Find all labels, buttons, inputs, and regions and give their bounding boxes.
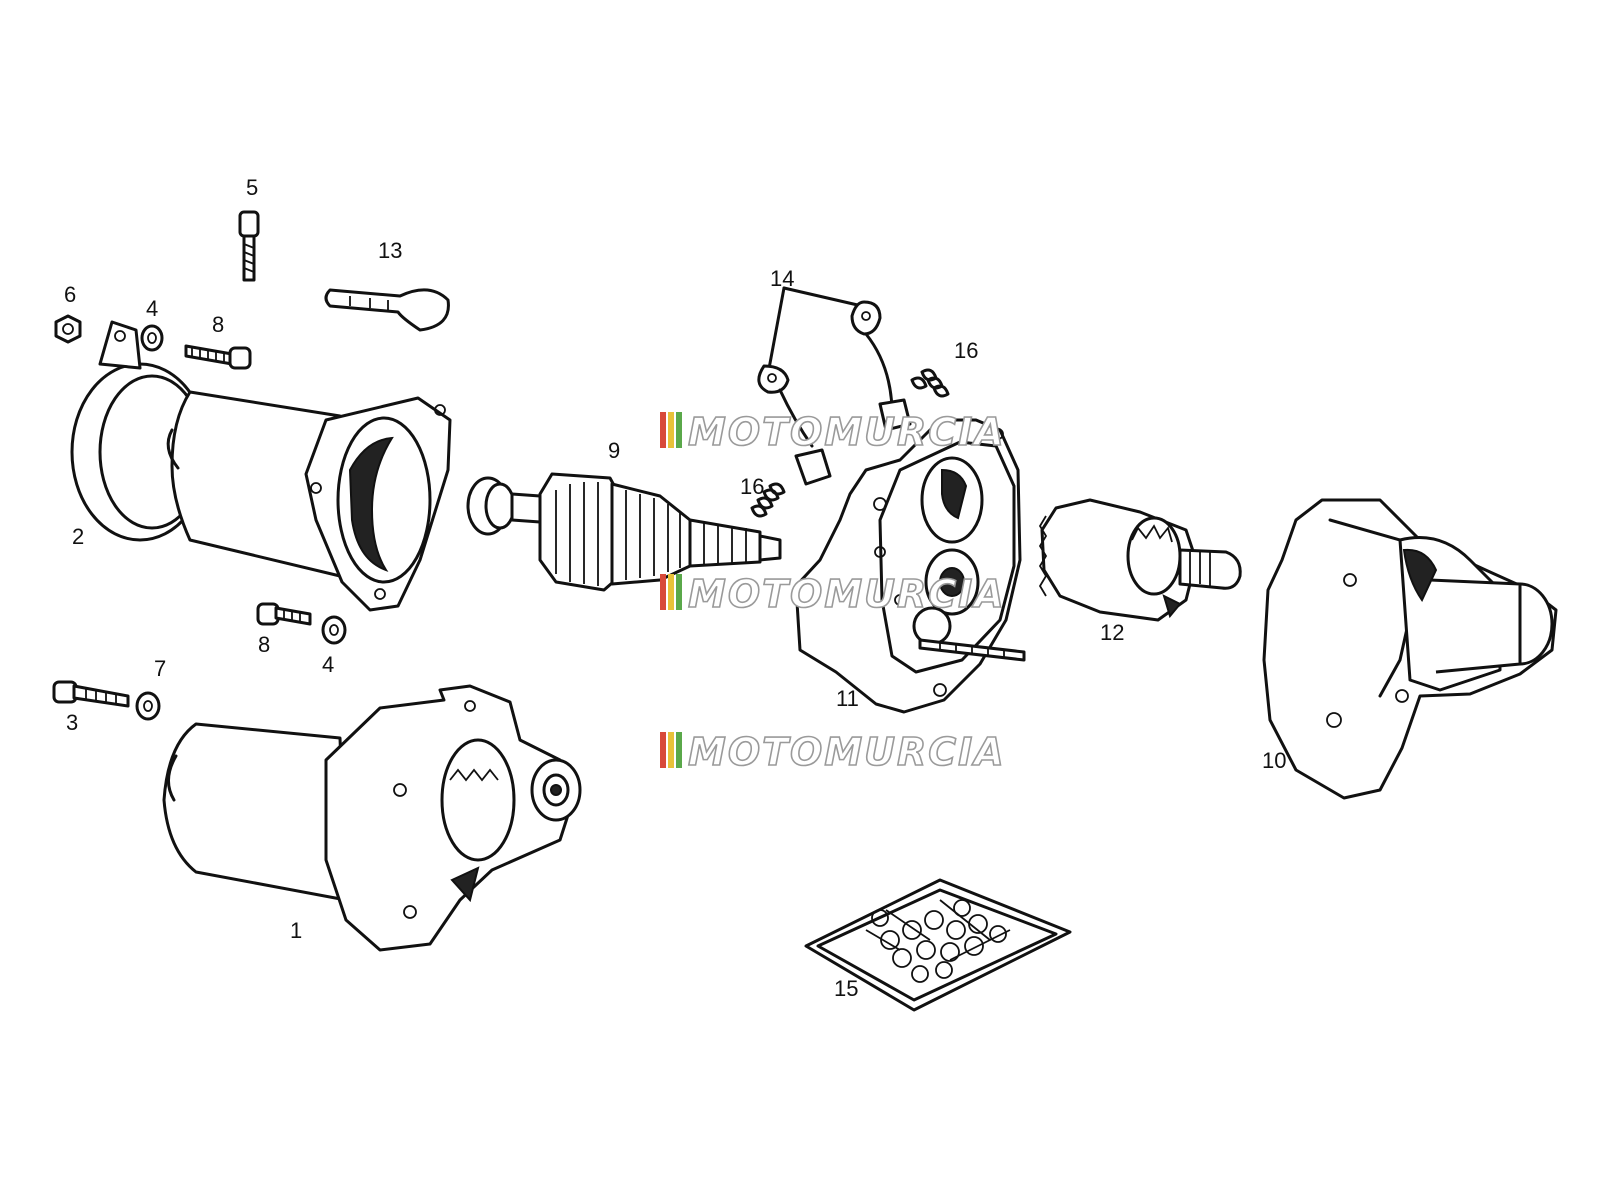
callout-8-lower: 8 xyxy=(258,632,270,657)
callout-5: 5 xyxy=(246,175,258,200)
watermark-text: MOTOMURCIA xyxy=(688,572,1006,616)
callout-15: 15 xyxy=(834,976,858,1001)
callout-14: 14 xyxy=(770,266,794,291)
part-16-spring-upper[interactable] xyxy=(910,368,950,398)
watermark-top: MOTOMURCIA xyxy=(660,409,1006,455)
part-2-motor-housing[interactable] xyxy=(70,320,452,612)
callout-7: 7 xyxy=(154,656,166,681)
callout-10: 10 xyxy=(1262,748,1286,773)
part-14-brushes[interactable] xyxy=(757,286,912,486)
part-8-screw-lower[interactable] xyxy=(256,602,312,626)
part-11-end-frame[interactable] xyxy=(794,418,1026,714)
callout-9: 9 xyxy=(608,438,620,463)
part-3-long-bolt[interactable] xyxy=(52,680,130,708)
watermark-text: MOTOMURCIA xyxy=(688,730,1006,774)
part-4-washer-lower[interactable] xyxy=(321,615,347,645)
part-1-starter-motor[interactable] xyxy=(162,684,582,952)
part-8-screw-upper[interactable] xyxy=(184,344,252,370)
callout-8-upper: 8 xyxy=(212,312,224,337)
callout-12: 12 xyxy=(1100,620,1124,645)
part-13-rubber-cap[interactable] xyxy=(324,288,450,332)
part-10-drive-end-cover[interactable] xyxy=(1262,498,1558,800)
part-5-bolt[interactable] xyxy=(238,210,260,282)
part-7-washer[interactable] xyxy=(135,691,161,721)
part-15-small-parts-kit[interactable] xyxy=(804,878,1072,1012)
callout-1: 1 xyxy=(290,918,302,943)
part-9-armature[interactable] xyxy=(466,472,782,592)
callout-11: 11 xyxy=(836,686,859,711)
watermark-bottom: MOTOMURCIA xyxy=(660,729,1006,775)
callout-2: 2 xyxy=(72,524,84,549)
watermark-middle: MOTOMURCIA xyxy=(660,571,1006,617)
part-4-washer-upper[interactable] xyxy=(140,324,164,352)
callout-16-lower: 16 xyxy=(740,474,764,499)
part-16-spring-lower[interactable] xyxy=(750,482,786,518)
part-12-pinion-drive[interactable] xyxy=(1038,498,1242,622)
watermark-text: MOTOMURCIA xyxy=(688,410,1006,454)
callout-3: 3 xyxy=(66,710,78,735)
callout-4-lower: 4 xyxy=(322,652,334,677)
callout-6: 6 xyxy=(64,282,76,307)
callout-13: 13 xyxy=(378,238,402,263)
callout-4-upper: 4 xyxy=(146,296,158,321)
part-6-nut[interactable] xyxy=(54,314,82,344)
callout-16-upper: 16 xyxy=(954,338,978,363)
